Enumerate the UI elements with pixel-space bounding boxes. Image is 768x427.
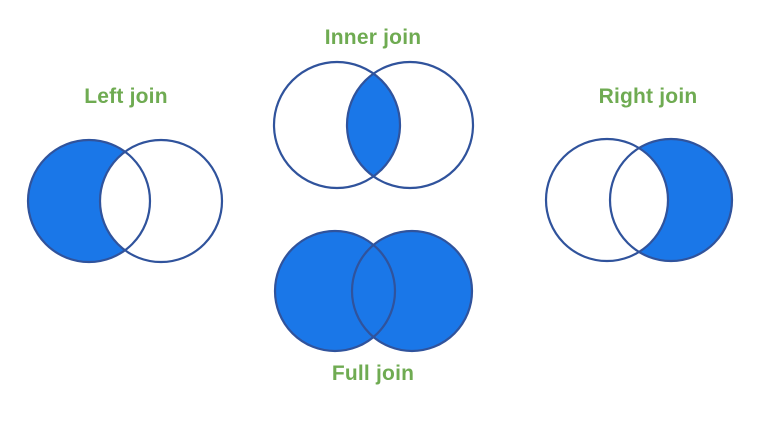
venn-right-join <box>544 137 734 263</box>
full-join-right-circle-outline <box>350 229 474 353</box>
inner-join-label: Inner join <box>325 26 422 49</box>
inner-join-region-intersection <box>347 62 400 188</box>
full-join-left-circle-outline <box>273 229 397 353</box>
right-join-label: Right join <box>599 85 698 108</box>
venn-full-join <box>273 229 474 353</box>
venn-inner-join <box>272 60 475 190</box>
left-join-right-circle-outline <box>98 138 224 264</box>
left-join-label: Left join <box>84 85 167 108</box>
right-join-right-circle-outline <box>608 137 734 263</box>
inner-join-right-circle-outline <box>345 60 475 190</box>
full-join-region-intersection <box>352 231 395 351</box>
full-join-label: Full join <box>332 362 414 385</box>
right-join-left-circle-outline <box>544 137 670 263</box>
left-join-left-circle-outline <box>26 138 152 264</box>
inner-join-left-circle-outline <box>272 60 402 190</box>
venn-left-join <box>26 138 224 264</box>
right-join-region-right-only <box>610 139 732 261</box>
left-join-region-left-only <box>28 140 150 262</box>
